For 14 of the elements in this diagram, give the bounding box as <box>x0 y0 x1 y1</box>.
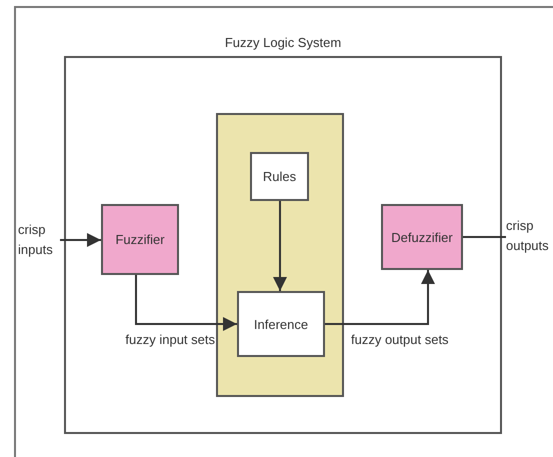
edge-label: fuzzy output sets <box>350 332 450 348</box>
process-box: Rules <box>250 152 309 201</box>
process-box: Defuzzifier <box>381 204 463 270</box>
process-box: Fuzzifier <box>101 204 179 275</box>
inference-panel <box>216 113 344 397</box>
io-label: crisp inputs <box>18 218 60 262</box>
diagram-heading: Fuzzy Logic System <box>224 35 342 50</box>
arrow <box>273 201 287 291</box>
arrow <box>135 275 237 331</box>
io-label: crisp outputs <box>506 214 553 258</box>
arrow <box>325 270 435 325</box>
edge-label: fuzzy input sets <box>124 332 216 348</box>
arrow <box>60 233 101 247</box>
process-box: Inference <box>237 291 325 357</box>
